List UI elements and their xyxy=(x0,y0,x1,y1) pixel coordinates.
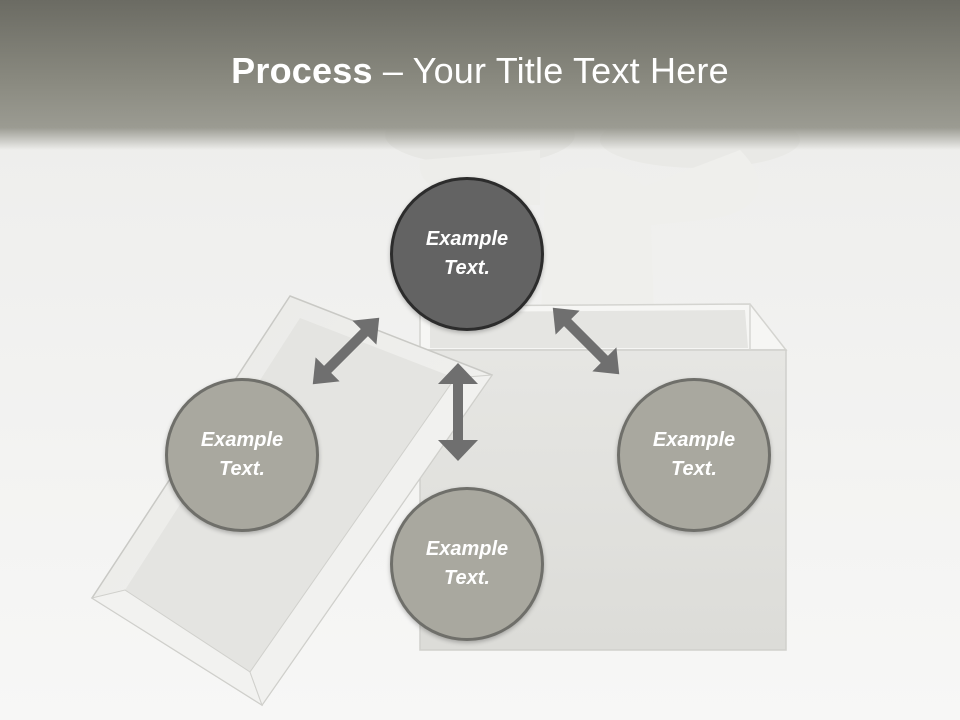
node-label-left: Example Text. xyxy=(200,429,284,480)
process-node-left: Example Text. xyxy=(165,378,319,532)
slide-title: Process – Your Title Text Here xyxy=(0,50,960,92)
node-label-right: Example Text. xyxy=(652,429,736,480)
process-node-bottom: Example Text. xyxy=(390,487,544,641)
process-node-top: Example Text. xyxy=(390,177,544,331)
node-label-bottom: Example Text. xyxy=(425,538,509,589)
arrow-top-right xyxy=(552,307,620,375)
title-text: Your Title Text Here xyxy=(412,50,729,91)
title-separator: – xyxy=(372,50,413,91)
node-label-top: Example Text. xyxy=(425,228,509,279)
title-bold: Process xyxy=(231,50,373,91)
arrow-top-left xyxy=(312,317,380,385)
title-bar xyxy=(0,0,960,150)
arrow-top-bottom xyxy=(438,363,478,461)
process-node-right: Example Text. xyxy=(617,378,771,532)
